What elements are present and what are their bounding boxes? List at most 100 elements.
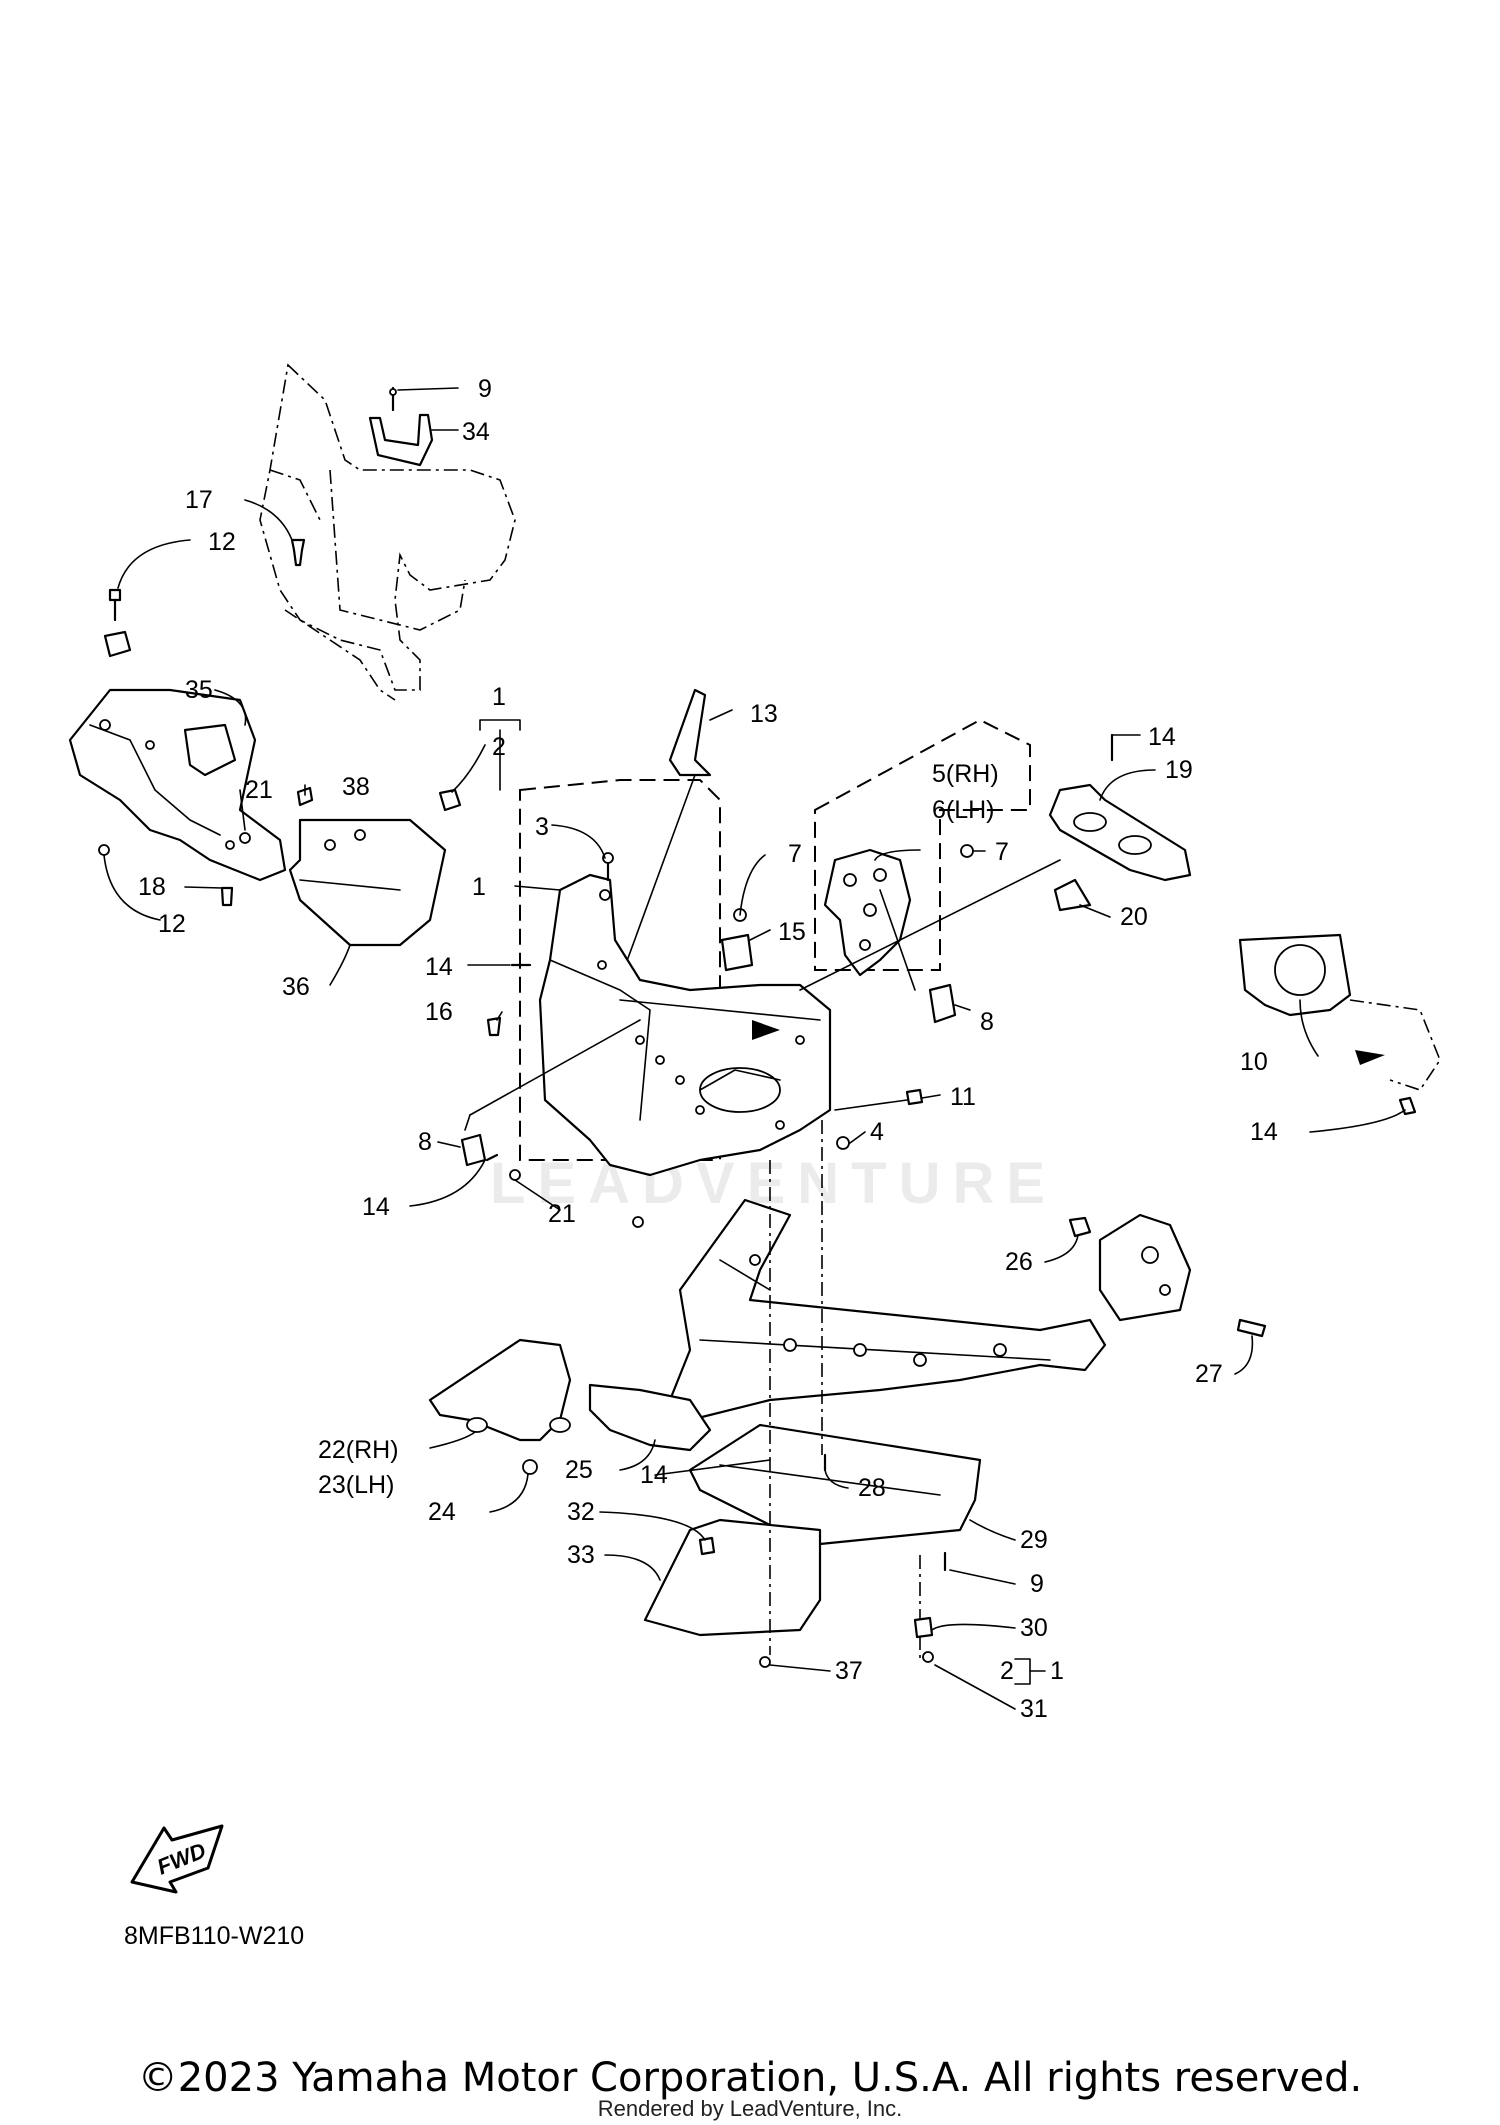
part-37-screw [759, 1656, 771, 1668]
callout-33: 33 [567, 1541, 595, 1569]
callout-34: 34 [462, 418, 490, 446]
part-11-clip [834, 1088, 924, 1111]
fwd-arrow-icon: FWD [130, 1824, 224, 1894]
part-36-lower-panel [288, 818, 447, 947]
callout-9: 9 [478, 375, 492, 403]
part-5-6-mount [823, 848, 916, 991]
callout-27: 27 [1195, 1360, 1223, 1388]
callout-21-frame: 21 [548, 1200, 576, 1228]
part-7-nut-right [960, 844, 974, 858]
callout-14-b: 14 [362, 1193, 390, 1221]
part-22-23-bracket [428, 1338, 572, 1442]
part-15-bracket [720, 933, 754, 972]
callout-12-lower: 12 [158, 910, 186, 938]
callout-12: 12 [208, 528, 236, 556]
part-9-bolt-top [389, 386, 397, 412]
side-mount-bracket [1098, 1213, 1192, 1322]
part-12-bolt [103, 588, 132, 658]
reference-panel-outline [259, 363, 516, 701]
callout-2-top: 2 [492, 733, 506, 761]
part-30-bracket [913, 1616, 934, 1639]
part-21-screw-left [239, 832, 251, 844]
part-20-bracket [1053, 878, 1092, 912]
callout-19: 19 [1165, 756, 1193, 784]
callout-7-right: 7 [995, 838, 1009, 866]
part-24-grommet [522, 1459, 538, 1475]
callout-22-rh: 22(RH) [318, 1436, 399, 1464]
part-33-plate [643, 1518, 822, 1637]
callout-13: 13 [750, 700, 778, 728]
callout-35: 35 [185, 676, 213, 704]
group-box-part-5-6 [814, 718, 1031, 971]
callout-8-right: 8 [980, 1008, 994, 1036]
part-27-bolt [1236, 1318, 1267, 1338]
group-box-part-1 [519, 779, 721, 1161]
part-4-bolt [836, 1136, 850, 1150]
part-31-bolt [922, 1651, 934, 1663]
part-1-front-frame [538, 873, 832, 1177]
callout-15: 15 [778, 918, 806, 946]
main-chassis-frame [668, 1198, 1107, 1422]
part-32-clip [698, 1536, 716, 1556]
part-12-lower-screw [98, 844, 110, 856]
part-18-screw [220, 886, 234, 907]
part-3-bolt [602, 852, 614, 882]
leader-lines [103, 387, 1406, 1710]
callout-25: 25 [565, 1456, 593, 1484]
callout-31: 31 [1020, 1695, 1048, 1723]
callout-3: 3 [535, 813, 549, 841]
part-17-screw [290, 538, 306, 567]
callout-32: 32 [567, 1498, 595, 1526]
part-21-screw-frame-left [509, 1169, 521, 1181]
callout-2-lower: 2 [1000, 1657, 1014, 1685]
part-8-damper-right [928, 983, 957, 1024]
part-34-bracket [368, 413, 434, 467]
render-credit: Rendered by LeadVenture, Inc. [597, 2096, 903, 2121]
callout-24: 24 [428, 1498, 456, 1526]
callout-14-d: 14 [1250, 1118, 1278, 1146]
part-16-screw [486, 1016, 502, 1037]
callout-10: 10 [1240, 1048, 1268, 1076]
callout-28: 28 [858, 1474, 886, 1502]
leader-19-to-frame [799, 859, 1061, 991]
callout-11: 11 [950, 1083, 976, 1111]
callout-5-rh: 5(RH) [932, 760, 999, 788]
copyright-notice: ©2023 Yamaha Motor Corporation, U.S.A. A… [137, 2055, 1363, 2101]
part-26-bolt [1068, 1216, 1092, 1238]
part-35-left-panel [68, 688, 287, 882]
part-2-clip-top [438, 788, 462, 812]
callout-4: 4 [870, 1118, 884, 1146]
callout-17: 17 [185, 486, 213, 514]
callout-7-left: 7 [788, 840, 802, 868]
callout-labels: 9 34 17 12 35 21 38 18 12 36 1 2 13 3 1 … [138, 375, 1278, 1723]
callout-14-e: 14 [640, 1461, 668, 1489]
part-8-damper-left [460, 1019, 641, 1167]
part-19-plate [1048, 783, 1192, 882]
callout-1-side: 1 [472, 873, 486, 901]
callout-30: 30 [1020, 1614, 1048, 1642]
part-25-bracket [588, 1383, 712, 1452]
callout-1-lower: 1 [1050, 1657, 1064, 1685]
callout-26: 26 [1005, 1248, 1033, 1276]
callout-6-lh: 6(LH) [932, 796, 995, 824]
callout-20: 20 [1120, 903, 1148, 931]
callout-14-c: 14 [1148, 723, 1176, 751]
callout-36: 36 [282, 973, 310, 1001]
part-14-screw-left-bottom [485, 1153, 499, 1162]
part-13-panel [619, 688, 712, 981]
callout-8-left: 8 [418, 1128, 432, 1156]
callout-1-top: 1 [492, 683, 506, 711]
diagram-code: 8MFB110-W210 [124, 1922, 305, 1950]
callout-23-lh: 23(LH) [318, 1471, 394, 1499]
callout-38: 38 [342, 773, 370, 801]
part-38-clip [296, 786, 314, 807]
callout-14-a: 14 [425, 953, 453, 981]
part-21-screw-frame-bottom [632, 1216, 644, 1228]
callout-29: 29 [1020, 1526, 1048, 1554]
callout-16: 16 [425, 998, 453, 1026]
callout-21: 21 [245, 776, 273, 804]
callout-37: 37 [835, 1657, 863, 1685]
watermark: LEADVENTURE [490, 1151, 1058, 1216]
callout-18: 18 [138, 873, 166, 901]
